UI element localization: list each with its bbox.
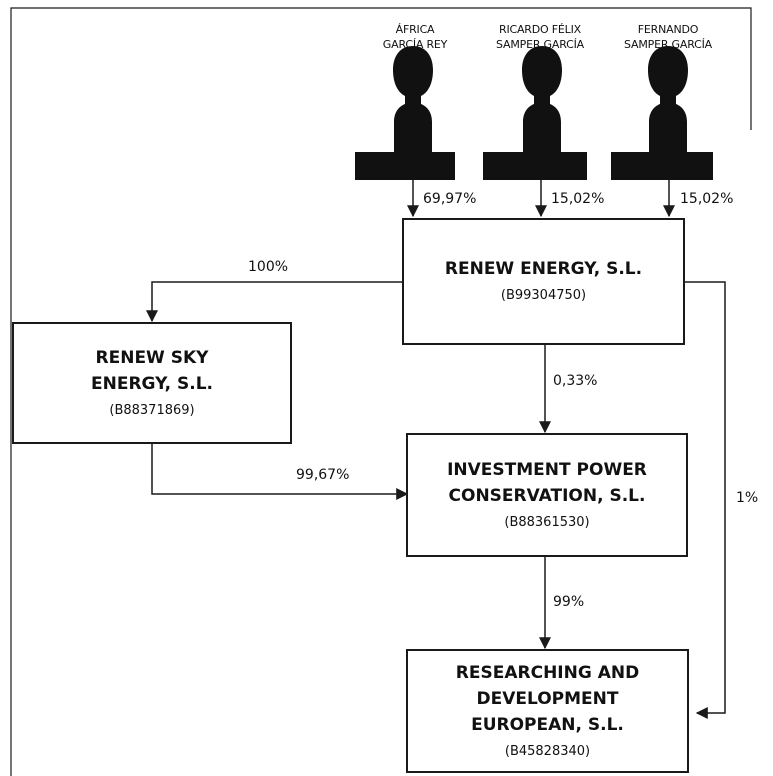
shareholder-name: RICARDO FÉLIX SAMPER GARCÍA	[480, 22, 600, 52]
company-name-line: RENEW ENERGY, S.L.	[444, 259, 643, 279]
company-name: RESEARCHING AND DEVELOPMENT EUROPEAN, S.…	[456, 660, 639, 738]
arrow-sky-to-investment	[151, 443, 409, 500]
company-cif: (B88361530)	[504, 514, 590, 530]
company-box-renew-energy: RENEW ENERGY, S.L. (B99304750)	[402, 218, 685, 345]
link-label-renew-to-sky: 100%	[248, 259, 289, 275]
company-cif: (B45828340)	[504, 743, 591, 759]
company-name-line: DEVELOPMENT	[476, 688, 619, 709]
company-cif: (B88371869)	[109, 402, 195, 418]
link-label-renew-to-investment: 0,33%	[553, 373, 598, 389]
stake-label: 15,02%	[551, 191, 605, 207]
company-name-line: CONSERVATION, S.L.	[448, 485, 646, 506]
company-cif: (B99304750)	[500, 288, 587, 303]
shareholder-name-line: ÁFRICA	[395, 23, 435, 36]
shareholder-name-line: SAMPER GARCÍA	[496, 38, 584, 51]
company-name-line: EUROPEAN, S.L.	[471, 714, 624, 735]
company-name-line: RENEW SKY	[95, 347, 209, 368]
shareholder-name-line: SAMPER GARCÍA	[624, 38, 712, 51]
company-name: INVESTMENT POWER CONSERVATION, S.L.	[447, 457, 647, 509]
company-box-researching-development: RESEARCHING AND DEVELOPMENT EUROPEAN, S.…	[406, 649, 689, 773]
link-label-sky-to-investment: 99,67%	[296, 467, 350, 483]
person-silhouette-icon	[611, 46, 713, 180]
company-box-investment-power: INVESTMENT POWER CONSERVATION, S.L. (B88…	[406, 433, 688, 557]
company-name-line: ENERGY, S.L.	[91, 373, 213, 394]
outer-frame	[10, 7, 752, 776]
shareholder-name: FERNANDO SAMPER GARCÍA	[608, 22, 728, 52]
company-name: RENEW SKY ENERGY, S.L.	[91, 345, 213, 397]
company-name: RENEW ENERGY, S.L.	[445, 256, 642, 282]
person-silhouette-icon	[483, 46, 587, 180]
shareholder-name-line: RICARDO FÉLIX	[499, 23, 581, 36]
company-box-renew-sky-energy: RENEW SKY ENERGY, S.L. (B88371869)	[12, 322, 292, 444]
shareholder-name-line: GARCÍA REY	[382, 38, 448, 51]
shareholder-name-line: FERNANDO	[637, 23, 699, 36]
company-name-line: RESEARCHING AND	[455, 662, 640, 683]
shareholder-name: ÁFRICA GARCÍA REY	[355, 22, 475, 52]
stake-label: 69,97%	[423, 191, 477, 207]
link-label-renew-to-researching: 1%	[736, 490, 759, 506]
link-label-investment-to-researching: 99%	[553, 594, 585, 610]
stake-label: 15,02%	[680, 191, 734, 207]
person-silhouette-icon	[355, 46, 455, 180]
arrow-renew-to-researching	[684, 281, 726, 719]
arrow-renew-to-sky	[146, 281, 402, 323]
company-name-line: INVESTMENT POWER	[447, 459, 647, 480]
